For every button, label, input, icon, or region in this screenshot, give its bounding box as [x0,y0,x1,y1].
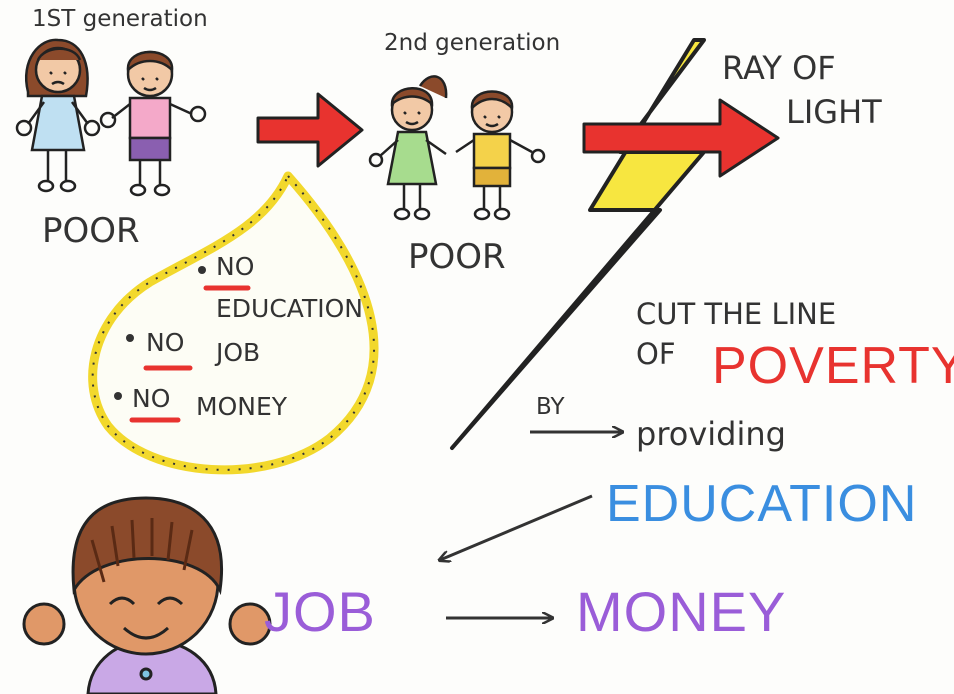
ray-line2: LIGHT [786,93,882,131]
education-label: EDUCATION [606,475,918,533]
gen1-status: POOR [42,211,140,251]
happy-boy-icon [22,496,272,694]
boy-figure-2-icon [455,90,546,221]
bubble-no-1: NO [216,252,255,281]
teardrop-bubble-icon [88,171,379,475]
ray-line1: RAY OF [722,49,836,87]
bubble-no-2: NO [146,328,185,357]
poverty-keyword: POVERTY [712,337,954,395]
red-arrow-ray-icon [582,98,780,178]
girl-figure-2-icon [368,75,448,221]
bullet-dot-2 [126,334,134,342]
bubble-item-2: JOB [216,338,261,367]
bubble-no-3: NO [132,384,171,413]
providing-label: providing [636,415,786,453]
boy-figure-icon [99,50,207,197]
girl-figure-icon [15,38,101,193]
cut-line1: CUT THE LINE [636,297,837,331]
bubble-item-3: MONEY [196,392,288,421]
education-to-job-arrow-icon [440,494,593,560]
gen2-label: 2nd generation [384,30,561,56]
job-label: JOB [264,580,376,643]
by-label: BY [536,394,565,420]
bullet-dot-3 [114,392,122,400]
bubble-item-1: EDUCATION [216,294,363,323]
money-label: MONEY [576,580,787,643]
bullet-dot-1 [198,266,206,274]
gen2-status: POOR [408,237,506,277]
cut-line2: OF [636,337,676,371]
gen1-label: 1ST generation [32,6,208,32]
red-arrow-icon [256,92,364,168]
